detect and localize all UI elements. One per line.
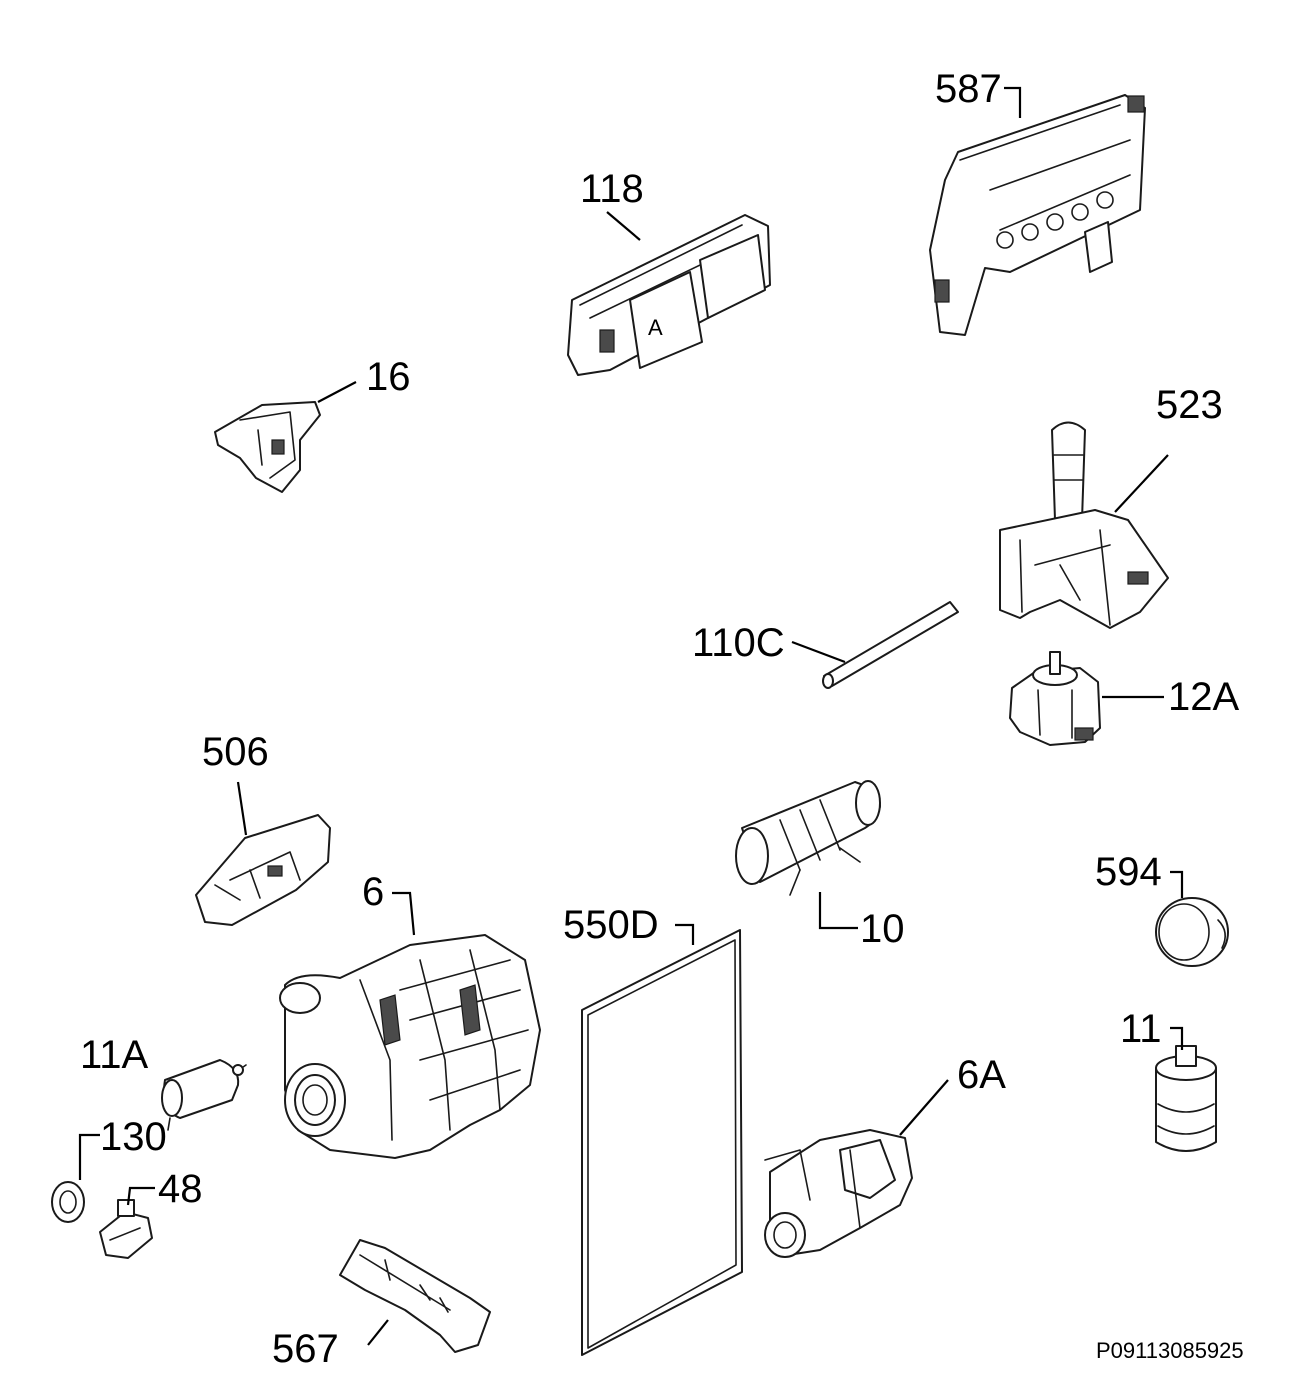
callout-567: 567 [272,1327,339,1371]
callout-110c: 110C [692,621,785,665]
svg-text:A: A [648,315,663,340]
callout-523: 523 [1156,383,1223,427]
part-11-cylinder[interactable] [1155,1045,1217,1152]
leader-594 [1170,870,1184,898]
part-594-ring[interactable] [1155,897,1229,967]
part-550d-panel[interactable] [581,929,743,1356]
leader-118 [606,211,641,241]
part-130-seal-ring[interactable] [51,1181,85,1223]
part-587-control-module[interactable] [929,94,1146,336]
leader-110c [791,640,846,664]
callout-16: 16 [366,355,411,399]
callout-587: 587 [935,67,1002,111]
callout-11a: 11A [80,1033,149,1077]
part-523-air-break[interactable] [999,421,1169,629]
callout-130: 130 [100,1115,167,1159]
part-12a-pressure-switch[interactable] [1009,651,1101,746]
part-11a-capacitor[interactable] [161,1059,247,1131]
part-567-support-bracket[interactable] [339,1239,491,1353]
leader-11 [1170,1026,1184,1050]
part-110c-rod[interactable] [822,601,959,689]
callout-11: 11 [1120,1007,1162,1051]
callout-10: 10 [860,907,905,951]
callout-6a: 6A [957,1053,1006,1097]
part-16-door-lock[interactable] [214,401,321,493]
callout-6: 6 [362,870,384,914]
diagram-code: P09113085925 [1096,1338,1244,1363]
part-506-bracket[interactable] [195,814,331,926]
part-6a-drain-pump[interactable] [764,1129,913,1258]
part-10-heater[interactable] [735,780,881,896]
leader-130 [78,1133,100,1180]
callout-12a: 12A [1168,675,1239,719]
callout-550d: 550D [563,903,659,947]
callout-48: 48 [158,1167,203,1211]
leader-16 [317,381,357,403]
part-6-pump-motor[interactable] [279,934,541,1159]
leader-550d [675,923,695,945]
leader-587 [1004,86,1022,118]
part-48-plug[interactable] [99,1199,153,1259]
leader-506 [236,781,248,836]
callout-506: 506 [202,730,269,774]
leader-48 [126,1186,155,1206]
callout-594: 594 [1095,850,1162,894]
part-118-electronic-board[interactable]: A [567,214,771,376]
leader-10 [818,892,858,930]
leader-6 [392,891,416,936]
leader-567 [367,1319,389,1346]
leader-523 [1114,454,1169,513]
callout-118: 118 [580,167,644,211]
leader-6a [899,1079,949,1136]
